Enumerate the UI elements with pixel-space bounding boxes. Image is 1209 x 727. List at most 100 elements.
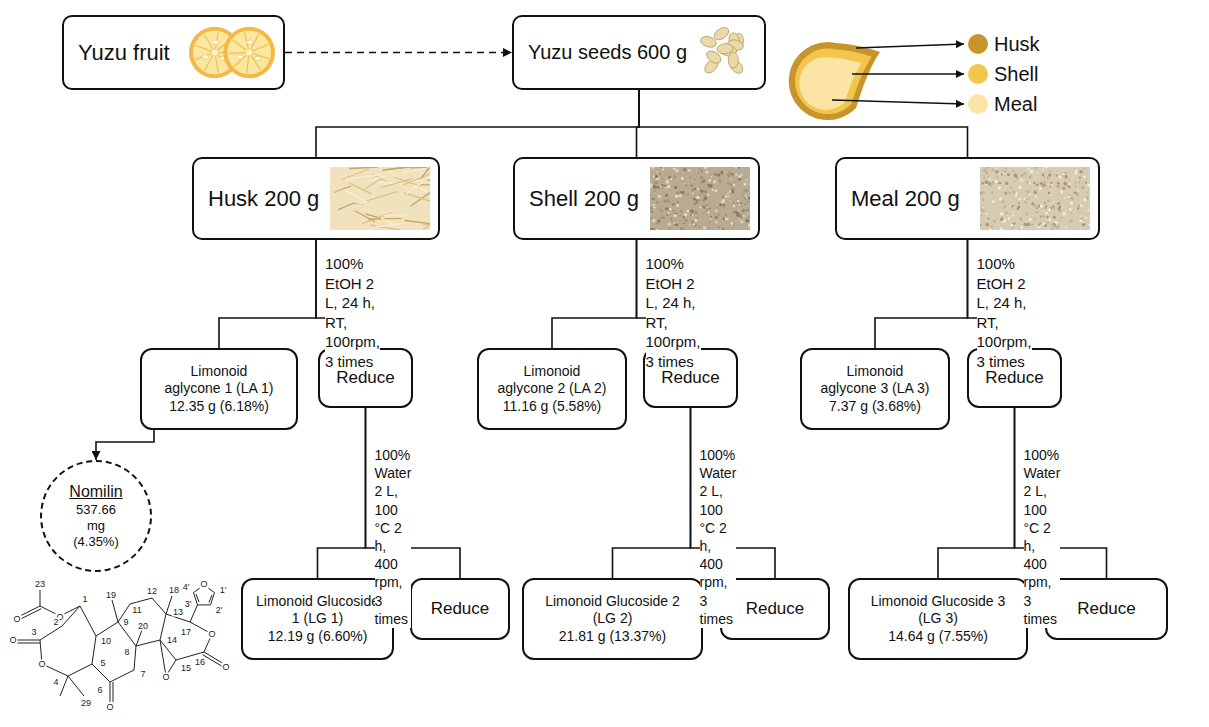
photo-detail: [1020, 226, 1023, 229]
text-stack: Limonoid Glucoside 2 (LG 2)21.81 g (13.3…: [543, 593, 683, 646]
photo-detail: [1018, 186, 1021, 189]
photo-detail: [1088, 223, 1090, 225]
photo-detail: [1030, 170, 1033, 173]
photo-detail: [660, 167, 662, 169]
photo-detail: [1054, 174, 1056, 176]
photo-detail: [987, 217, 989, 219]
photo-detail: [656, 221, 659, 224]
text-stack: Nomilin537.66 mg (4.35%): [66, 482, 126, 551]
photo-detail: [1049, 178, 1050, 179]
photo-detail: [736, 200, 739, 203]
photo-detail: [980, 192, 982, 195]
photo-detail: [1065, 172, 1067, 174]
photo-detail: [1002, 200, 1005, 203]
photo-detail: [743, 182, 746, 185]
photo-detail: [249, 44, 268, 52]
photo-detail: [1048, 173, 1051, 176]
extract-box: Limonoid aglycone 2 (LA 2)11.16 g (5.58%…: [477, 348, 627, 430]
photo-detail: [367, 192, 397, 201]
photo-detail: [981, 182, 984, 185]
photo-detail: [683, 168, 686, 171]
atom-label: 18: [168, 586, 180, 595]
photo-detail: [734, 211, 736, 213]
photo-detail: [982, 191, 986, 195]
photo-detail: [732, 205, 735, 208]
photo-group: [189, 27, 275, 79]
photo-detail: [1058, 198, 1059, 199]
photo-detail: [1005, 182, 1008, 185]
photo-detail: [1079, 170, 1083, 174]
atom-label: 10: [100, 637, 112, 646]
photo-detail: [1031, 224, 1032, 225]
photo-detail: [746, 179, 748, 181]
condition-label: 100% Water 2 L, 100 °C 2 h, 400 rpm, 3 t…: [1024, 446, 1061, 628]
photo-detail: [395, 177, 420, 186]
photo-detail: [685, 184, 688, 187]
photo-detail: [1071, 177, 1073, 179]
photo-detail: [1004, 170, 1007, 173]
photo-detail: [651, 211, 653, 213]
photo-detail: [1000, 212, 1003, 215]
photo-detail: [661, 185, 664, 188]
photo-detail: [1075, 181, 1077, 183]
photo-detail: [1038, 224, 1040, 226]
photo-detail: [983, 176, 986, 179]
atom-label: 2': [215, 606, 224, 615]
photo-detail: [1083, 198, 1086, 201]
photo-detail: [681, 213, 682, 214]
photo-detail: [1031, 202, 1034, 205]
photo-detail: [745, 219, 748, 222]
text-stack: Meal 200 g: [851, 185, 960, 213]
photo-detail: [694, 179, 695, 180]
photo-group: [980, 167, 1090, 230]
atom-label: 16: [194, 658, 206, 667]
photo-detail: [672, 203, 674, 205]
leader-arrow: [852, 73, 964, 74]
photo-detail: [1046, 176, 1049, 179]
photo-detail: [1000, 227, 1003, 230]
photo-detail: [681, 228, 684, 230]
photo-detail: [1065, 175, 1068, 178]
photo-detail: [1004, 207, 1006, 209]
atom-label: 12: [146, 587, 158, 596]
photo-detail: [407, 177, 430, 194]
photo-detail: [662, 178, 664, 180]
photo-detail: [747, 213, 748, 214]
photo-detail: [384, 214, 407, 216]
photo-detail: [1049, 207, 1052, 210]
atom-label: 4: [52, 678, 59, 687]
photo-detail: [712, 189, 714, 191]
legend-swatch: [968, 34, 988, 54]
photo-detail: [983, 207, 985, 209]
photo-detail: [1011, 224, 1014, 227]
photo-detail: [1028, 168, 1030, 170]
photo-detail: [668, 223, 671, 226]
atom-label: 13: [172, 608, 184, 617]
connector: [938, 408, 1015, 578]
photo-detail: [728, 195, 730, 197]
photo-detail: [742, 194, 744, 196]
photo-detail: [1006, 185, 1008, 187]
photo-detail: [1037, 225, 1040, 228]
photo-detail: [683, 168, 686, 171]
photo-detail: [1007, 173, 1010, 176]
photo-detail: [709, 208, 711, 210]
photo-detail: [1036, 172, 1038, 174]
photo-detail: [1064, 198, 1066, 200]
photo-detail: [405, 221, 430, 224]
photo-detail: [699, 168, 701, 170]
photo-detail: [1059, 190, 1062, 193]
photo-detail: [995, 170, 998, 173]
photo-detail: [202, 55, 209, 59]
node-title: Limonoid Glucoside 3 (LG 3): [868, 593, 1008, 628]
photo-detail: [703, 206, 706, 209]
photo-detail: [661, 216, 663, 218]
photo-detail: [1062, 212, 1065, 215]
husk-layer: [789, 42, 880, 120]
photo-detail: [715, 209, 717, 211]
residue-box: Reduce: [720, 578, 830, 640]
photo-detail: [1040, 216, 1042, 218]
photo-detail: [1057, 202, 1060, 205]
photo-detail: [1027, 182, 1029, 184]
atom-label: 5: [99, 659, 106, 668]
